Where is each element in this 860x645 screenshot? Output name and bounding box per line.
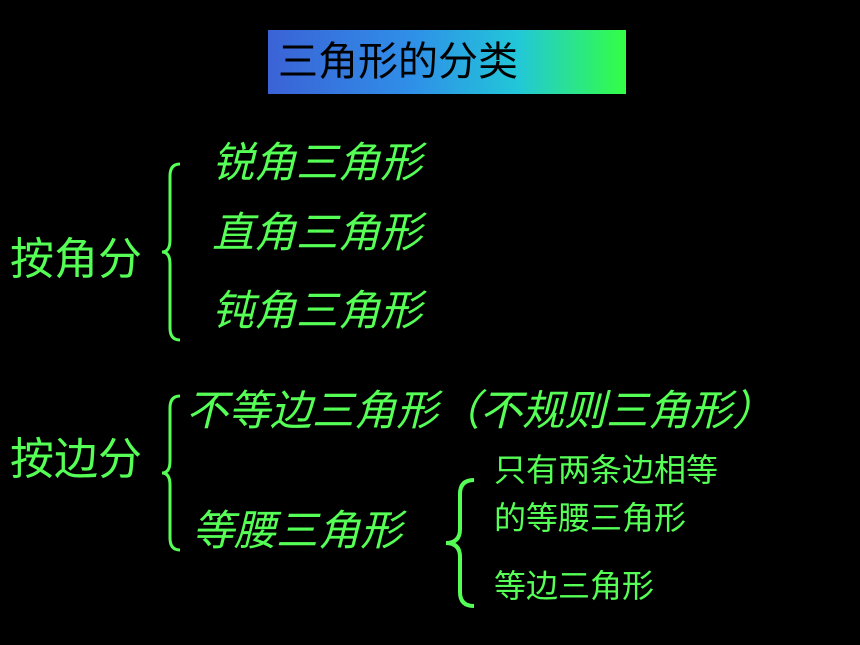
scalene-triangle: 不等边三角形（不规则三角形） bbox=[186, 386, 775, 435]
by-angle-label: 按角分 bbox=[10, 234, 142, 285]
by-side-label: 按边分 bbox=[10, 434, 142, 485]
right-triangle: 直角三角形 bbox=[212, 208, 423, 257]
by-angle-brace bbox=[161, 162, 181, 342]
equilateral-triangle: 等边三角形 bbox=[494, 567, 655, 605]
page-title: 三角形的分类 bbox=[278, 39, 518, 85]
title-banner: 三角形的分类 bbox=[268, 30, 626, 94]
isosceles-only-two-equal-line2: 的等腰三角形 bbox=[494, 499, 687, 537]
obtuse-triangle: 钝角三角形 bbox=[212, 286, 423, 335]
by-side-brace bbox=[161, 394, 181, 552]
acute-triangle: 锐角三角形 bbox=[212, 138, 423, 187]
isosceles-triangle: 等腰三角形 bbox=[192, 506, 403, 555]
isosceles-brace bbox=[445, 478, 475, 608]
isosceles-only-two-equal-line1: 只有两条边相等 bbox=[494, 451, 719, 489]
